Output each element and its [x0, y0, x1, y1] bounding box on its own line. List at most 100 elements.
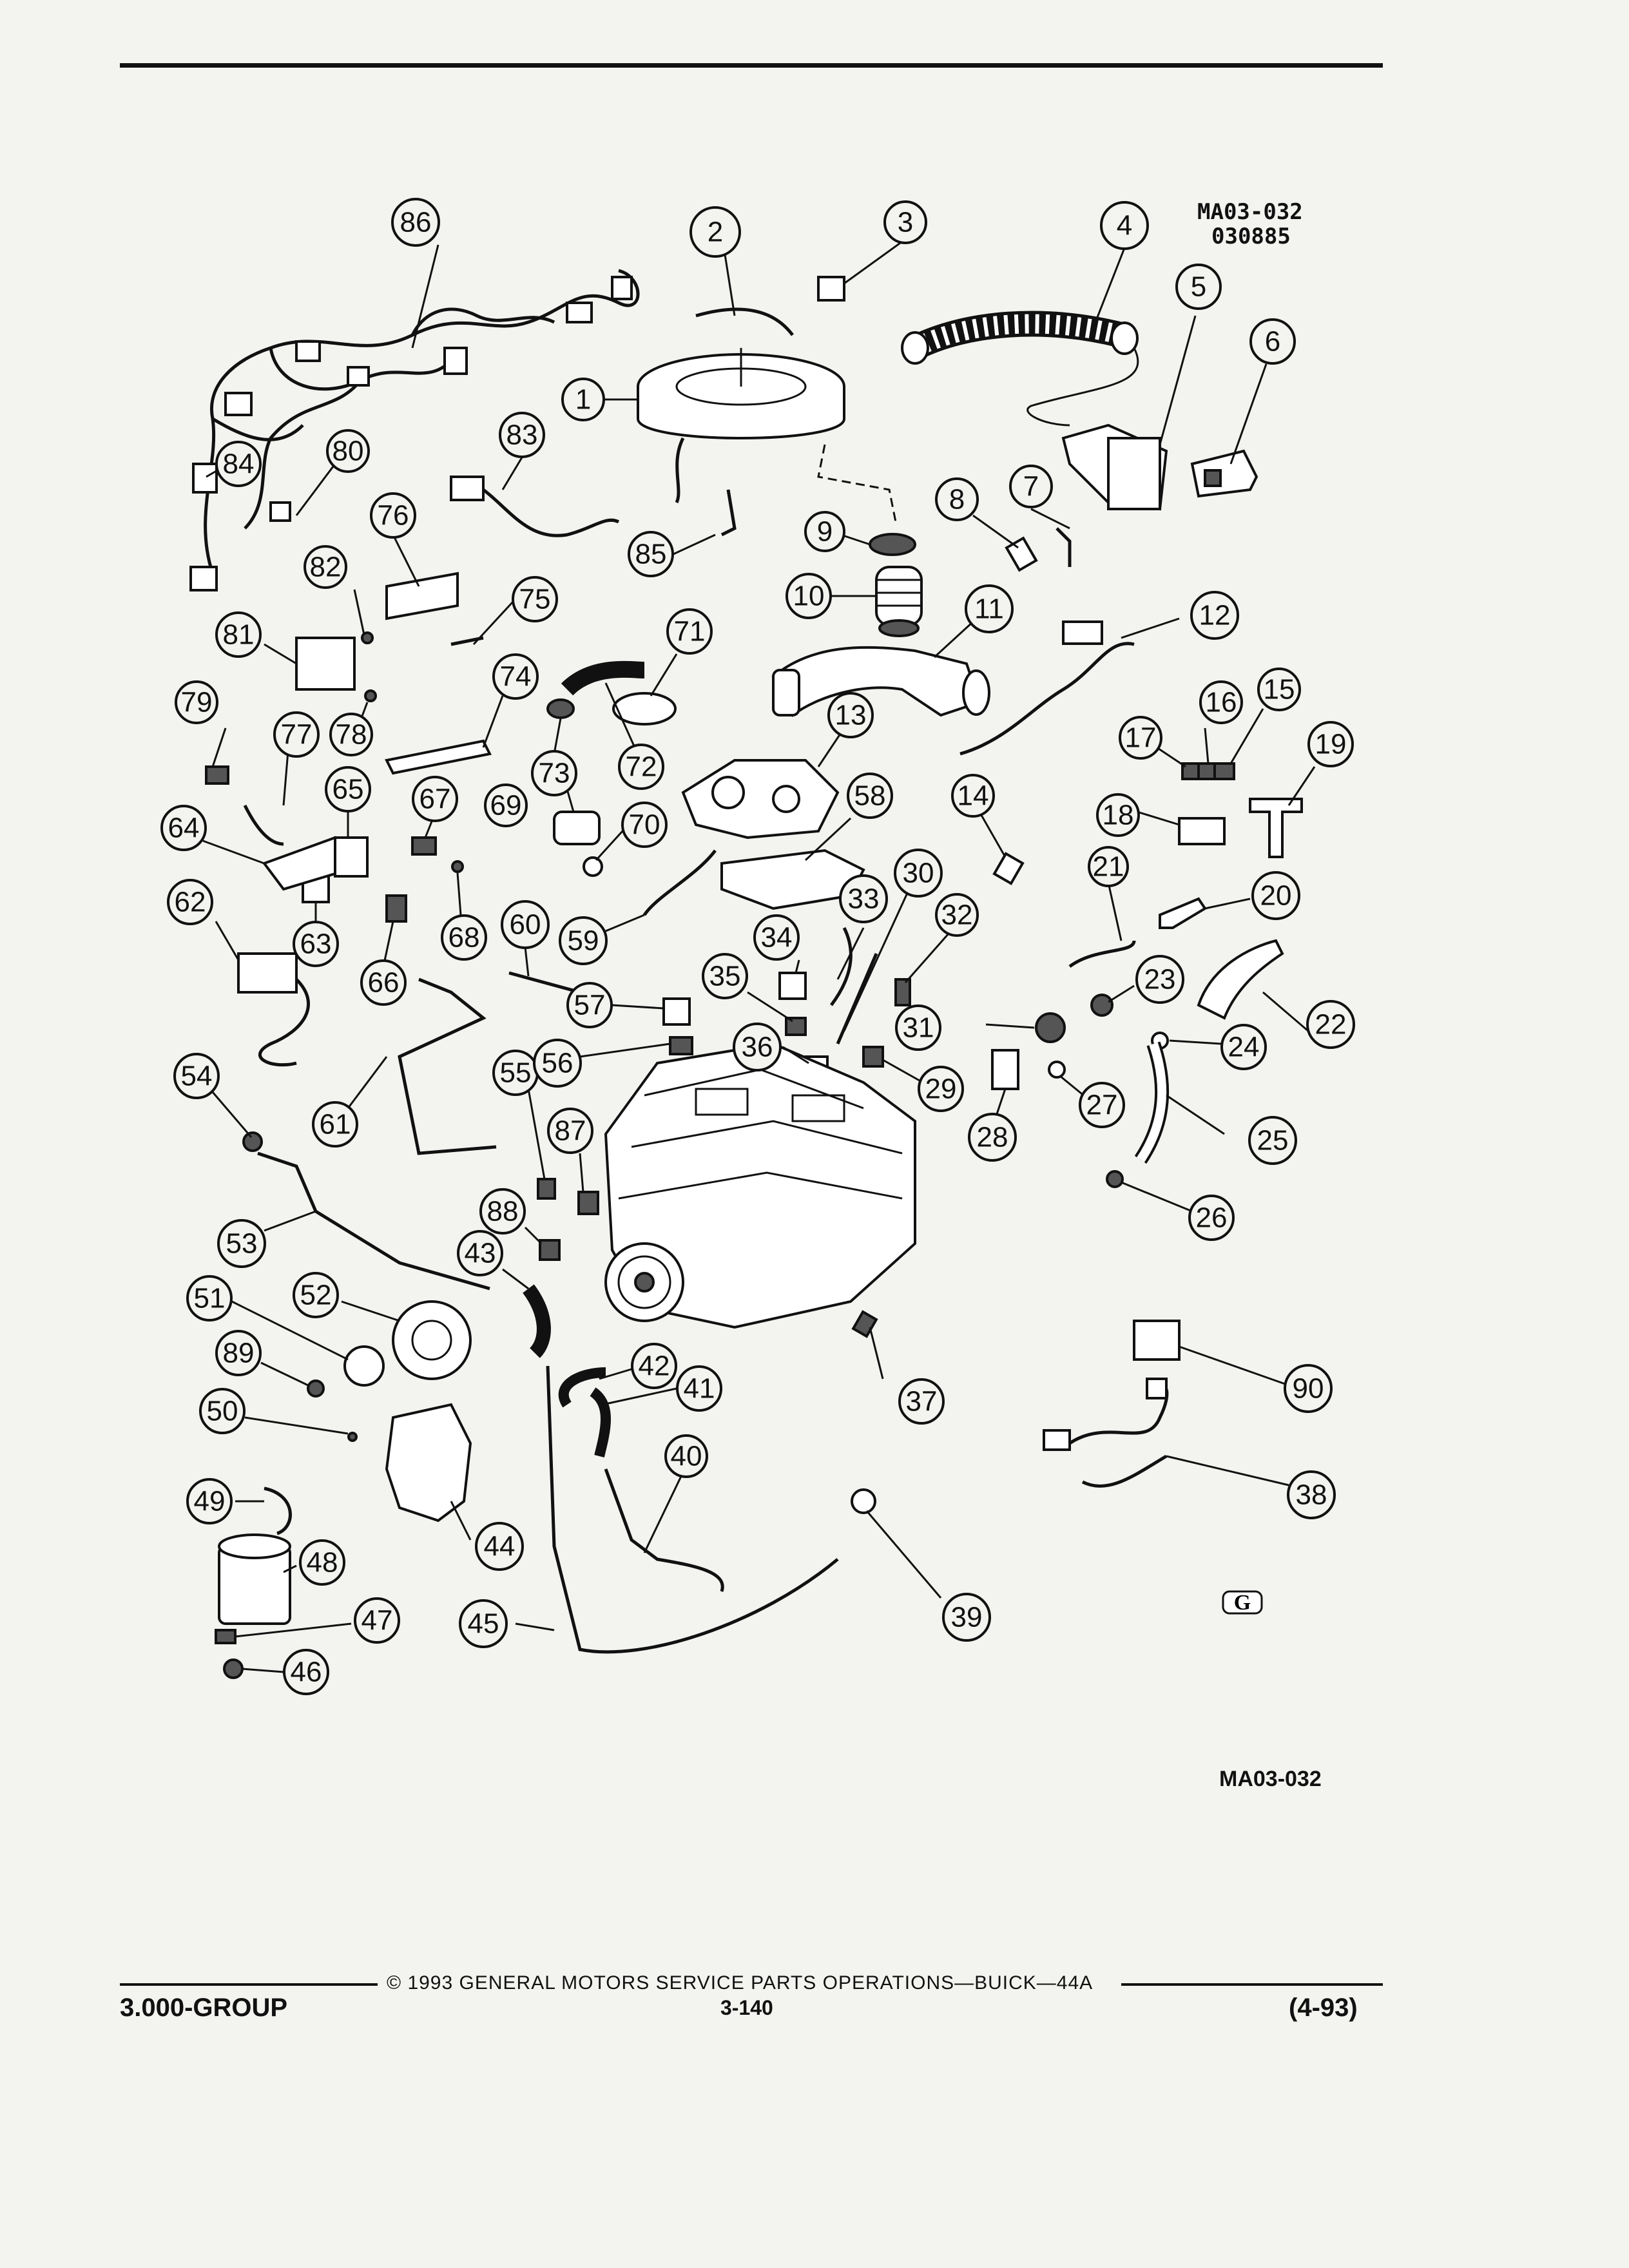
part-68-washer	[451, 860, 464, 873]
callout-12: 12	[1190, 591, 1239, 640]
callout-80: 80	[326, 429, 370, 473]
svg-text:41: 41	[684, 1373, 715, 1405]
svg-text:65: 65	[333, 774, 364, 805]
svg-text:78: 78	[336, 719, 367, 751]
callout-36: 36	[733, 1023, 782, 1072]
part-10-bellows	[875, 566, 923, 637]
callout-2: 2	[689, 206, 741, 258]
callout-72: 72	[618, 744, 664, 790]
svg-text:34: 34	[761, 922, 793, 954]
callout-59: 59	[559, 916, 608, 965]
footer-rule-left	[120, 1983, 378, 1986]
callout-87: 87	[547, 1108, 593, 1154]
part-12-fitting	[1062, 620, 1103, 645]
svg-text:49: 49	[194, 1486, 226, 1517]
part-13-throttle-body	[681, 759, 840, 840]
part-21-pipe	[1068, 940, 1136, 968]
svg-text:39: 39	[951, 1602, 983, 1633]
callout-29: 29	[918, 1066, 964, 1112]
part-44-bracket	[385, 1403, 472, 1523]
callout-84: 84	[215, 441, 262, 487]
part-17-connector	[1213, 762, 1235, 780]
svg-text:77: 77	[281, 719, 313, 751]
svg-text:37: 37	[906, 1386, 938, 1418]
callout-48: 48	[299, 1539, 345, 1586]
callout-65: 65	[325, 766, 371, 812]
part-19-bracket	[1249, 798, 1303, 858]
callout-56: 56	[533, 1039, 582, 1088]
callout-86: 86	[391, 198, 440, 247]
svg-text:85: 85	[635, 539, 667, 570]
part-23-fitting	[1090, 994, 1113, 1017]
callout-77: 77	[273, 711, 320, 758]
svg-text:40: 40	[671, 1441, 702, 1472]
part-78-screw	[364, 689, 377, 702]
svg-text:82: 82	[310, 552, 342, 583]
svg-text:3: 3	[898, 207, 913, 238]
part-43-hose	[523, 1284, 551, 1358]
svg-text:52: 52	[300, 1280, 332, 1311]
svg-text:45: 45	[468, 1608, 499, 1640]
svg-text:81: 81	[223, 619, 255, 651]
svg-text:54: 54	[181, 1061, 213, 1092]
svg-text:16: 16	[1206, 687, 1237, 718]
part-70-ring	[583, 856, 603, 877]
part-37-sensor	[851, 1310, 878, 1338]
svg-text:53: 53	[226, 1228, 258, 1260]
part-69-bellows	[553, 811, 601, 845]
callout-7: 7	[1009, 465, 1053, 508]
svg-text:76: 76	[378, 500, 409, 532]
svg-text:84: 84	[223, 448, 255, 480]
part-45-line	[546, 1365, 839, 1654]
part-49-hose	[264, 1486, 292, 1535]
svg-text:50: 50	[207, 1396, 238, 1427]
part-4-flex-duct	[901, 311, 1139, 427]
callout-54: 54	[173, 1053, 220, 1099]
svg-text:10: 10	[793, 581, 825, 612]
callout-10: 10	[786, 573, 832, 619]
svg-text:89: 89	[223, 1338, 255, 1369]
svg-text:38: 38	[1296, 1479, 1327, 1511]
part-38-harness	[1043, 1378, 1169, 1488]
callout-38: 38	[1287, 1470, 1336, 1519]
part-83-sensor	[450, 476, 620, 537]
footer-date: (4-93)	[1289, 1994, 1358, 2022]
callout-49: 49	[186, 1478, 233, 1524]
callout-6: 6	[1249, 318, 1296, 365]
part-18-bracket	[1178, 817, 1226, 845]
svg-text:80: 80	[333, 436, 364, 467]
svg-text:17: 17	[1125, 722, 1157, 754]
part-2-hose	[695, 307, 794, 336]
part-62-module	[237, 952, 310, 1067]
svg-text:5: 5	[1191, 271, 1206, 303]
callout-11: 11	[965, 584, 1014, 633]
svg-text:27: 27	[1086, 1090, 1118, 1121]
svg-text:46: 46	[291, 1657, 322, 1688]
callout-17: 17	[1119, 716, 1162, 760]
part-31-valve	[1035, 1012, 1066, 1043]
svg-text:79: 79	[181, 687, 213, 718]
part-26-plug	[1106, 1170, 1124, 1188]
callout-58: 58	[847, 773, 893, 819]
callout-61: 61	[312, 1101, 358, 1148]
callout-4: 4	[1100, 201, 1149, 250]
part-59-sensor	[642, 849, 717, 916]
callout-70: 70	[621, 802, 668, 848]
svg-text:60: 60	[510, 909, 541, 941]
engine-block	[604, 1042, 916, 1329]
callout-34: 34	[753, 914, 800, 961]
svg-text:28: 28	[977, 1122, 1008, 1153]
callout-74: 74	[492, 653, 539, 700]
part-81-control-module	[295, 637, 356, 691]
figure-code-top-sub: 030885	[1211, 224, 1291, 249]
svg-text:64: 64	[168, 812, 200, 844]
part-73-clamp	[546, 698, 575, 719]
svg-text:83: 83	[506, 419, 538, 451]
svg-text:11: 11	[974, 593, 1004, 625]
part-71-gasket	[612, 692, 677, 726]
part-87-sensor	[577, 1191, 599, 1215]
svg-text:44: 44	[484, 1531, 516, 1562]
svg-text:31: 31	[903, 1012, 934, 1044]
svg-text:74: 74	[500, 661, 532, 693]
svg-text:73: 73	[539, 758, 570, 789]
